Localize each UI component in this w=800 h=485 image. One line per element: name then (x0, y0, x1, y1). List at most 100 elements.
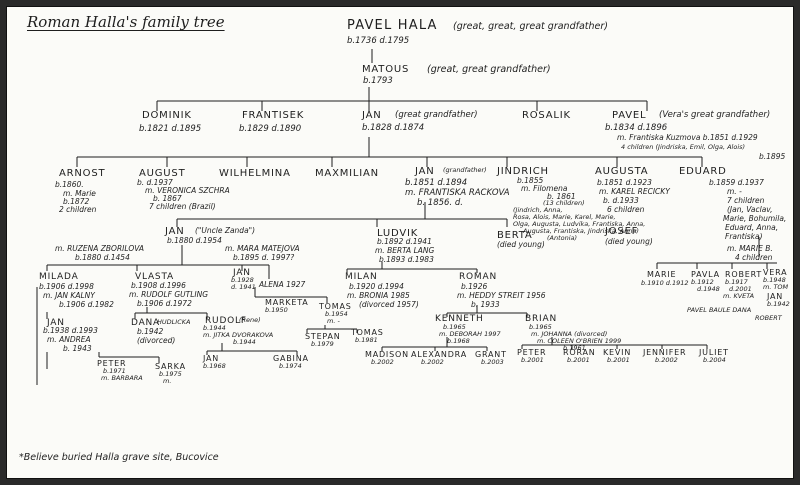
kenneth-line-2: b.1968 (447, 337, 470, 345)
eduard-line-5: Eduard, Anna, (725, 223, 779, 232)
jan-gen4-line-2: b. 1856. d. (417, 198, 463, 208)
jan-1928-line-1: d. 1941 (231, 283, 256, 291)
pavel-gen3-spouse: m. Frantiska Kuzmova b.1851 d.1929 (617, 133, 758, 142)
jindrich-line-8: (Antonia) (547, 234, 578, 242)
stepan-line-0: b.1979 (311, 340, 334, 348)
alexandra-line-0: b.2002 (421, 358, 444, 366)
jan-gen3-note: (great grandfather) (395, 110, 478, 120)
pavel-gen3-extra: b.1895 (759, 152, 786, 161)
jindrich-name: JINDRICH (497, 166, 549, 177)
robert-line-0: b.1917 (725, 278, 748, 286)
jan-uncle-zanda-dates: b.1880 d.1954 (167, 236, 222, 245)
milada-line-1: m. JAN KALNY (43, 291, 95, 300)
eduard-name: EDUARD (679, 166, 727, 177)
sarka-name: SARKA (155, 362, 186, 371)
pavel-baule-dana: PAVEL BAULE DANA (687, 306, 752, 314)
eduard-line-0: b.1859 d.1937 (709, 178, 764, 187)
vlasta-line-2: b.1906 d.1972 (137, 299, 192, 308)
document-sheet: Roman Halla's family tree PAVEL HALA (gr… (6, 6, 794, 479)
rudolf-line-0: b.1944 (203, 324, 226, 332)
jan-1968-line-0: b.1968 (203, 362, 226, 370)
brian-name: BRIAN (525, 314, 557, 324)
tomas-1981-line-0: b.1981 (355, 336, 378, 344)
kevin-line-0: b.2001 (607, 356, 630, 364)
milan-name: MILAN (345, 272, 378, 282)
august-line-2: b. 1867 (153, 194, 182, 203)
jindrich-line-3: (13 children) (543, 199, 585, 207)
ludvik-dates: b.1892 d.1941 (377, 237, 432, 246)
gen1-name: PAVEL HALA (347, 18, 438, 33)
jan-gen4-note: (grandfather) (443, 166, 487, 174)
jindrich-line-2: b. 1861 (547, 192, 576, 201)
jindrich-line-0: b.1855 (517, 176, 544, 185)
gen2-name: MATOUS (362, 64, 410, 75)
rudolf-line-2: b.1944 (233, 338, 256, 346)
marie-b-name: m. MARIE B. (727, 244, 773, 253)
august-line-1: m. VERONICA SZCHRA (145, 186, 230, 195)
jennifer-line-0: b.2002 (655, 356, 678, 364)
vlasta-name: VLASTA (135, 272, 175, 282)
jan-1942-line-0: b.1942 (767, 300, 790, 308)
dominik-dates: b.1821 d.1895 (139, 124, 202, 134)
jan-1938-line-0: b.1938 d.1993 (43, 326, 98, 335)
jindrich-line-1: m. Filomena (521, 184, 568, 193)
vlasta-line-1: m. RUDOLF GUTLING (129, 290, 209, 299)
rudolf-name: RUDOLF (205, 316, 247, 326)
milada-line-2: b.1906 d.1982 (59, 300, 114, 309)
jan-gen4-line-0: b.1851 d.1894 (405, 178, 468, 188)
alena-name: ALENA 1927 (259, 280, 306, 289)
mara-name: m. MARA MATEJOVA (225, 244, 300, 253)
robert-note: ROBERT (755, 314, 782, 322)
josef-note: (died young) (605, 237, 653, 246)
augusta-line-1: m. KAREL RECICKY (599, 187, 670, 196)
marie-name: MARIE (647, 270, 677, 279)
roman-name: ROMAN (459, 272, 497, 282)
augusta-name: AUGUSTA (595, 166, 649, 177)
augusta-line-0: b.1851 d.1923 (597, 178, 652, 187)
jindrich-line-7: Augusta, Frantiska, Jindriska, Anna) (523, 227, 639, 235)
gen1-dates: b.1736 d.1795 (347, 36, 410, 46)
jan-1938-line-2: b. 1943 (63, 344, 92, 353)
jan-gen3-name: JAN (362, 110, 382, 121)
gen1-note: (great, great, great grandfather) (453, 21, 608, 32)
madison-name: MADISON (365, 350, 409, 359)
dana-name: DANA (131, 318, 161, 328)
tree-lines (36, 49, 777, 385)
roman-line-0: b.1926 (461, 282, 488, 291)
rosalik-name: ROSALIK (522, 110, 571, 121)
gen2-note: (great, great grandfather) (427, 64, 551, 75)
tomas-1981-name: TOMAS (351, 328, 384, 337)
august-name: AUGUST (139, 168, 186, 179)
frantisek-name: FRANTISEK (242, 110, 305, 121)
grant-name: GRANT (475, 350, 507, 359)
jan-gen4-name: JAN (415, 166, 435, 177)
kenneth-line-0: b.1965 (443, 323, 466, 331)
robert-line-2: m. KVETA (723, 292, 755, 300)
dana-line-0: b.1942 (137, 327, 164, 336)
vlasta-line-0: b.1908 d.1996 (131, 281, 186, 290)
eduard-line-1: m. - (727, 187, 742, 196)
augusta-line-2: b. d.1933 (603, 196, 639, 205)
arnost-line-3: 2 children (59, 205, 97, 214)
august-line-3: 7 children (Brazil) (149, 202, 216, 211)
jan-1968-name: JAN (203, 354, 220, 363)
roran-name: RORAN (563, 348, 596, 357)
vera-line-0: b.1948 (763, 276, 786, 284)
ruzena-dates: b.1880 d.1454 (75, 253, 130, 262)
footnote: *Believe buried Halla grave site, Bucovi… (19, 452, 219, 463)
milada-name: MILADA (39, 272, 79, 282)
robert-name: ROBERT (725, 270, 763, 279)
peter-2001-name: PETER (517, 348, 547, 357)
arnost-name: ARNOST (59, 168, 106, 179)
jan-uncle-zanda-name: JAN (165, 226, 185, 237)
milan-line-0: b.1920 d.1994 (349, 282, 404, 291)
berta-lang-dates: b.1893 d.1983 (379, 255, 434, 264)
tomas-line-1: m. - (327, 317, 340, 325)
milan-line-1: m. BRONIA 1985 (347, 291, 410, 300)
milan-line-2: (divorced 1957) (359, 300, 419, 309)
jindrich-line-5: Rosa, Alois, Marie, Karel, Marie, (513, 213, 616, 221)
vera-line-1: m. TOM (763, 283, 789, 291)
eduard-line-6: Frantiska) (725, 232, 763, 241)
brian-line-3: b.1961 (563, 344, 586, 352)
peter-2001-line-0: b.2001 (521, 356, 544, 364)
